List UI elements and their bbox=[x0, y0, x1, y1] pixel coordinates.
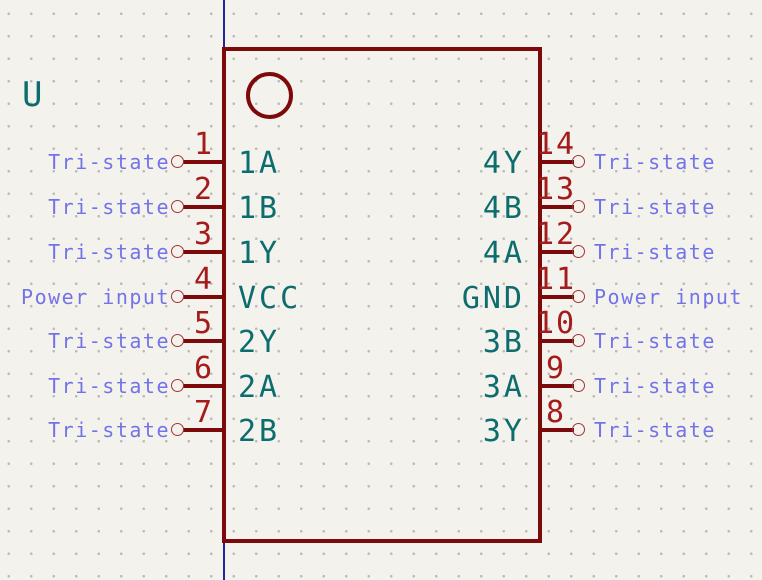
pin-electrical-type-label: Power input bbox=[21, 285, 170, 309]
pin-line bbox=[183, 205, 224, 209]
pin-endpoint-circle bbox=[572, 155, 585, 168]
pin-electrical-type-label: Tri-state bbox=[48, 240, 170, 264]
pin-endpoint-circle bbox=[171, 423, 184, 436]
pin-electrical-type-label: Tri-state bbox=[594, 374, 716, 398]
pin-endpoint-circle bbox=[572, 245, 585, 258]
pin-name: 2Y bbox=[238, 325, 281, 360]
pin-number: 9 bbox=[545, 351, 567, 386]
pin-name: 3B bbox=[482, 325, 525, 360]
pin-name: 2B bbox=[238, 414, 281, 449]
pin-line bbox=[183, 428, 224, 432]
pin-number: 10 bbox=[535, 306, 577, 341]
pin-number: 2 bbox=[193, 172, 215, 207]
pin-electrical-type-label: Tri-state bbox=[594, 195, 716, 219]
pin-line bbox=[538, 428, 574, 432]
pin-name: 1B bbox=[238, 191, 281, 226]
pin-number: 8 bbox=[545, 395, 567, 430]
pin-line bbox=[538, 295, 574, 299]
pin-endpoint-circle bbox=[572, 379, 585, 392]
pin-name: VCC bbox=[238, 281, 302, 316]
pin-line bbox=[538, 160, 574, 164]
pin-electrical-type-label: Tri-state bbox=[594, 329, 716, 353]
pin-number: 4 bbox=[193, 262, 215, 297]
pin-endpoint-circle bbox=[171, 155, 184, 168]
pin-line bbox=[538, 384, 574, 388]
pin-name: GND bbox=[461, 281, 525, 316]
pin-number: 11 bbox=[535, 262, 577, 297]
pin-number: 3 bbox=[193, 217, 215, 252]
pin-number: 1 bbox=[193, 127, 215, 162]
pin-endpoint-circle bbox=[171, 379, 184, 392]
pin-electrical-type-label: Tri-state bbox=[48, 329, 170, 353]
pin-electrical-type-label: Tri-state bbox=[594, 418, 716, 442]
pin-number: 12 bbox=[535, 217, 577, 252]
pin-line bbox=[538, 205, 574, 209]
pin-name: 4A bbox=[482, 236, 525, 271]
pin-electrical-type-label: Tri-state bbox=[48, 418, 170, 442]
pin-number: 6 bbox=[193, 351, 215, 386]
pin-endpoint-circle bbox=[171, 334, 184, 347]
pin-electrical-type-label: Tri-state bbox=[48, 195, 170, 219]
pin-line bbox=[183, 295, 224, 299]
pin-endpoint-circle bbox=[171, 290, 184, 303]
pin-electrical-type-label: Tri-state bbox=[48, 150, 170, 174]
pin-electrical-type-label: Tri-state bbox=[594, 150, 716, 174]
pin-endpoint-circle bbox=[171, 200, 184, 213]
pin-endpoint-circle bbox=[572, 423, 585, 436]
pin-line bbox=[538, 250, 574, 254]
pin-endpoint-circle bbox=[572, 200, 585, 213]
pin-number: 13 bbox=[535, 172, 577, 207]
symbol-circle-graphic[interactable] bbox=[246, 72, 293, 119]
pin-electrical-type-label: Tri-state bbox=[594, 240, 716, 264]
pin-line bbox=[183, 160, 224, 164]
pin-endpoint-circle bbox=[572, 334, 585, 347]
pin-name: 3A bbox=[482, 370, 525, 405]
pin-name: 1Y bbox=[238, 236, 281, 271]
pin-number: 14 bbox=[535, 127, 577, 162]
reference-designator[interactable]: U bbox=[22, 75, 43, 115]
pin-number: 7 bbox=[193, 395, 215, 430]
pin-endpoint-circle bbox=[171, 245, 184, 258]
pin-electrical-type-label: Power input bbox=[594, 285, 743, 309]
pin-line bbox=[538, 339, 574, 343]
pin-name: 3Y bbox=[482, 414, 525, 449]
pin-name: 2A bbox=[238, 370, 281, 405]
pin-name: 4Y bbox=[482, 146, 525, 181]
pin-number: 5 bbox=[193, 306, 215, 341]
pin-name: 4B bbox=[482, 191, 525, 226]
pin-line bbox=[183, 384, 224, 388]
pin-name: 1A bbox=[238, 146, 281, 181]
pin-line bbox=[183, 339, 224, 343]
pin-endpoint-circle bbox=[572, 290, 585, 303]
pin-electrical-type-label: Tri-state bbox=[48, 374, 170, 398]
pin-line bbox=[183, 250, 224, 254]
